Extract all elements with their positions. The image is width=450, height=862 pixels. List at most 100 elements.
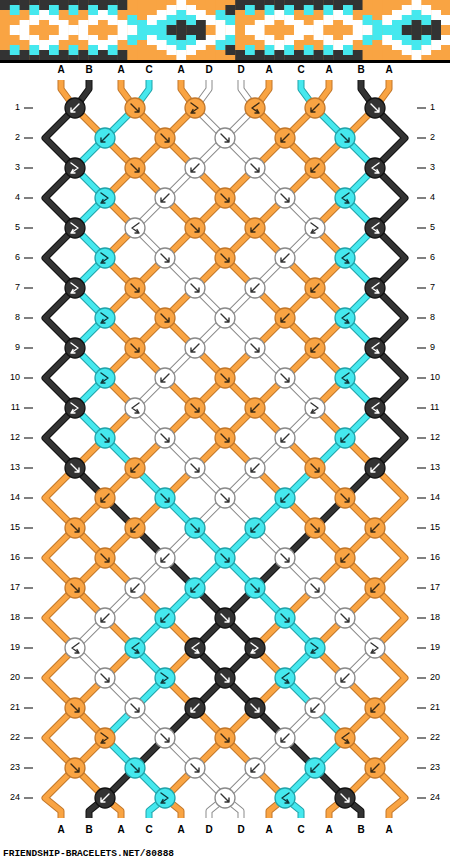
- knot: [365, 518, 385, 538]
- row-number: 20: [430, 673, 440, 683]
- knot-circle: [305, 158, 325, 178]
- knot-circle: [305, 398, 325, 418]
- row-number: 14: [430, 493, 440, 503]
- preview-cell: [186, 35, 196, 45]
- preview-cell: [88, 0, 98, 5]
- preview-cell: [294, 10, 304, 20]
- row-number: 12: [430, 433, 440, 443]
- knot-arrow: [371, 104, 379, 112]
- knot: [275, 428, 295, 448]
- preview-cell: [382, 45, 392, 55]
- knot-arrow: [342, 313, 349, 323]
- preview-cell: [206, 55, 216, 60]
- knot-arrow: [281, 614, 289, 622]
- preview-cell: [39, 10, 49, 20]
- string-label: C: [145, 64, 152, 75]
- preview-cell: [245, 55, 255, 60]
- preview-cell: [353, 10, 363, 20]
- thread-outline: [75, 80, 315, 818]
- knot-circle: [125, 338, 145, 358]
- knot: [335, 488, 355, 508]
- knot-arrow: [191, 464, 199, 472]
- knot-circle: [245, 278, 265, 298]
- knot: [125, 578, 145, 598]
- preview-cell: [127, 45, 137, 55]
- preview-cell: [294, 0, 304, 10]
- row-tick: [24, 228, 33, 229]
- row-number: 2: [15, 133, 20, 143]
- knot-circle: [65, 638, 85, 658]
- preview-cell: [245, 25, 255, 35]
- row-tick: [24, 348, 33, 349]
- preview-cell: [441, 55, 450, 60]
- row-number: 6: [430, 253, 435, 263]
- preview-cell: [343, 45, 353, 55]
- preview-cell: [372, 30, 382, 40]
- knot: [245, 578, 265, 598]
- row-tick: [24, 168, 33, 169]
- preview-cell: [314, 30, 324, 40]
- knot-arrow: [192, 643, 199, 653]
- knot-arrow: [101, 674, 109, 682]
- knot-arrow: [341, 434, 349, 442]
- knot: [155, 428, 175, 448]
- string-label: A: [57, 824, 64, 835]
- knot: [65, 638, 85, 658]
- knot-circle: [335, 128, 355, 148]
- preview-cell: [167, 25, 177, 35]
- knot-circle: [245, 638, 265, 658]
- preview-cell: [421, 45, 431, 55]
- knot-circle: [245, 458, 265, 478]
- knot-arrow: [191, 524, 199, 532]
- preview-cell: [69, 45, 79, 55]
- preview-cell: [225, 35, 235, 45]
- row-number: 9: [15, 343, 20, 353]
- row-number: 1: [15, 103, 20, 113]
- preview-cell: [225, 55, 235, 60]
- preview-cell: [88, 25, 98, 35]
- preview-cell: [147, 55, 157, 60]
- knot-arrow: [131, 104, 139, 112]
- preview-cell: [304, 55, 314, 60]
- row-number: 11: [430, 403, 439, 413]
- knot-arrow: [372, 343, 379, 353]
- knot: [125, 338, 145, 358]
- knot: [185, 638, 205, 658]
- row-tick: [417, 798, 426, 799]
- preview-cell: [245, 5, 255, 15]
- knot-circle: [95, 788, 115, 808]
- knot: [155, 188, 175, 208]
- preview-cell: [20, 40, 30, 50]
- knot-circle: [185, 758, 205, 778]
- knot: [65, 578, 85, 598]
- knot-circle: [65, 338, 85, 358]
- knot-arrow: [71, 163, 78, 173]
- thread: [75, 80, 315, 818]
- preview-cell: [20, 30, 30, 40]
- preview-cell: [69, 0, 79, 5]
- row-number: 13: [10, 463, 20, 473]
- preview-cell: [0, 20, 10, 30]
- row-number: 19: [10, 643, 20, 653]
- row-tick: [24, 708, 33, 709]
- knot-circle: [305, 338, 325, 358]
- knot-arrow: [341, 494, 349, 502]
- preview-cell: [49, 15, 59, 25]
- knot: [125, 278, 145, 298]
- knot-circle: [95, 428, 115, 448]
- knot: [335, 548, 355, 568]
- preview-cell: [167, 35, 177, 45]
- knot: [65, 278, 85, 298]
- knot-circle: [305, 518, 325, 538]
- knot: [365, 638, 385, 658]
- preview-cell: [245, 15, 255, 25]
- string-label: D: [205, 64, 212, 75]
- knot: [125, 158, 145, 178]
- preview-cell: [225, 25, 235, 35]
- preview-cell: [333, 30, 343, 40]
- row-number: 5: [430, 223, 435, 233]
- preview-cell: [392, 30, 402, 40]
- knot-arrow: [341, 794, 349, 802]
- knot: [245, 458, 265, 478]
- row-tick: [24, 618, 33, 619]
